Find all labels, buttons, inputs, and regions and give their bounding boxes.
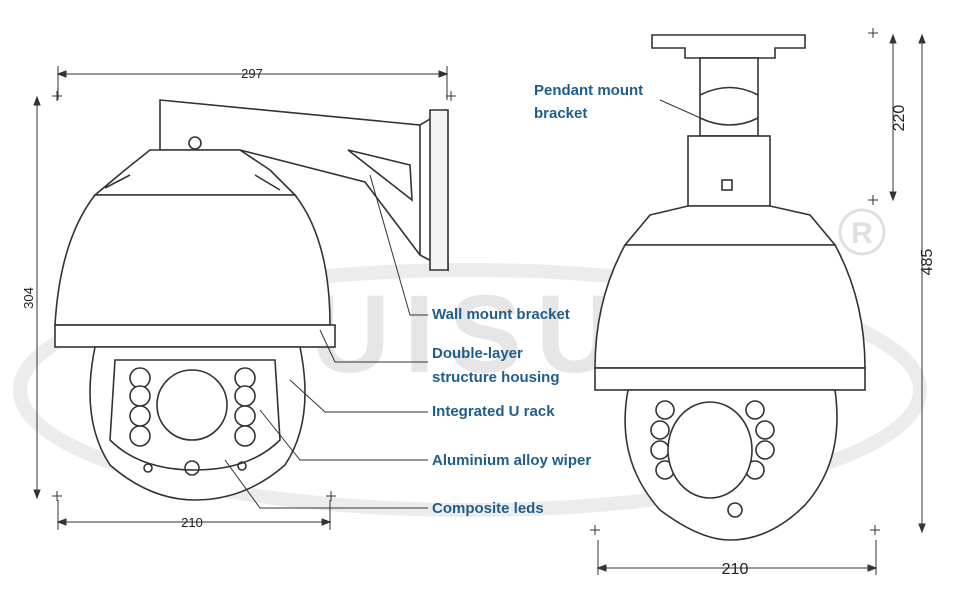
wall-mount-camera	[54, 99, 449, 501]
dim-right-height: 485	[919, 249, 936, 276]
callout-pendant-line2: bracket	[534, 105, 587, 122]
registered-mark-letter: R	[851, 217, 873, 250]
dim-right-top: 220	[891, 105, 908, 132]
callout-pendant-line1: Pendant mount	[534, 82, 643, 99]
dim-left-height: 304	[21, 287, 36, 309]
dimension-lines	[33, 28, 926, 575]
callout-leaders	[224, 99, 706, 509]
callout-housing-line2: structure housing	[432, 369, 560, 386]
dim-left-width-bottom: 210	[181, 515, 203, 530]
pendant-camera	[594, 34, 866, 541]
callout-u-rack: Integrated U rack	[432, 403, 555, 420]
callout-wiper: Aluminium alloy wiper	[432, 452, 591, 469]
registered-mark-icon	[838, 208, 886, 256]
dim-left-width-top: 297	[241, 66, 263, 81]
callout-leds: Composite leds	[432, 500, 544, 517]
dim-right-width: 210	[722, 561, 749, 578]
callout-wall-mount: Wall mount bracket	[432, 306, 570, 323]
callout-housing-line1: Double-layer	[432, 345, 523, 362]
